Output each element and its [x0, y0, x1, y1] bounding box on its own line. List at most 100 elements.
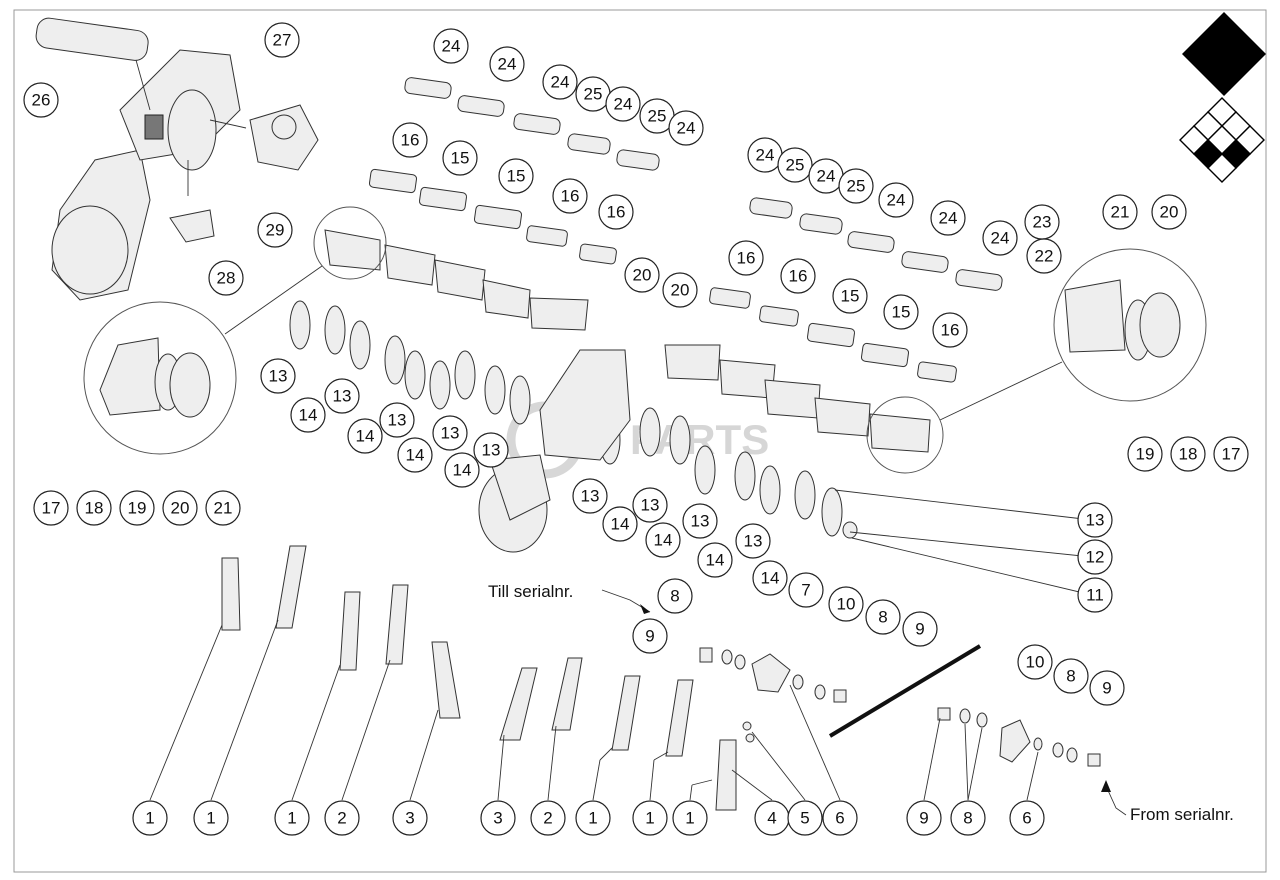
bearing-housings-right [664, 344, 931, 453]
brand-logo [1179, 12, 1266, 183]
detail-circle-left [83, 265, 323, 455]
callout-1: 1 [206, 809, 215, 828]
callout-24: 24 [498, 55, 517, 74]
callout-3: 3 [493, 809, 502, 828]
callout-24: 24 [887, 191, 906, 210]
bearing-sets-right [749, 197, 1003, 291]
callout-14: 14 [453, 461, 472, 480]
callout-20: 20 [633, 266, 652, 285]
callout-20: 20 [1160, 203, 1179, 222]
callout-1: 1 [588, 809, 597, 828]
callout-16: 16 [401, 131, 420, 150]
callout-15: 15 [892, 303, 911, 322]
serial-note-from: From serialnr. [1101, 780, 1234, 824]
callout-17: 17 [1222, 445, 1241, 464]
callout-21: 21 [214, 499, 233, 518]
callout-16: 16 [607, 203, 626, 222]
callout-9: 9 [915, 620, 924, 639]
callout-8: 8 [1066, 667, 1075, 686]
callout-22: 22 [1035, 247, 1054, 266]
bearing-sets-left [404, 77, 660, 171]
callout-9: 9 [919, 809, 928, 828]
callout-23: 23 [1033, 213, 1052, 232]
callout-24: 24 [991, 229, 1010, 248]
callout-24: 24 [677, 119, 696, 138]
callout-18: 18 [85, 499, 104, 518]
callout-13: 13 [441, 424, 460, 443]
callout-14: 14 [761, 569, 780, 588]
callout-24: 24 [442, 37, 461, 56]
callout-25: 25 [584, 85, 603, 104]
detail-circle-right [866, 248, 1207, 474]
callout-1: 1 [145, 809, 154, 828]
tines [221, 545, 737, 811]
callout-24: 24 [817, 167, 836, 186]
callout-9: 9 [1102, 679, 1111, 698]
callout-15: 15 [841, 287, 860, 306]
callout-6: 6 [1022, 809, 1031, 828]
callout-25: 25 [786, 156, 805, 175]
callout-6: 6 [835, 809, 844, 828]
callout-10: 10 [1026, 653, 1045, 672]
callout-28: 28 [217, 269, 236, 288]
callout-14: 14 [611, 515, 630, 534]
callout-13: 13 [744, 532, 763, 551]
callout-8: 8 [670, 587, 679, 606]
callout-14: 14 [706, 551, 725, 570]
callout-13: 13 [269, 367, 288, 386]
callout-8: 8 [878, 608, 887, 627]
callout-26: 26 [32, 91, 51, 110]
callout-10: 10 [837, 595, 856, 614]
spline-shafts-left [368, 168, 617, 265]
callout-16: 16 [941, 321, 960, 340]
diagram-frame [13, 9, 1267, 873]
callout-25: 25 [648, 107, 667, 126]
from-serial-text: From serialnr. [1130, 805, 1234, 824]
callout-29: 29 [266, 221, 285, 240]
callout-5: 5 [800, 809, 809, 828]
callout-13: 13 [482, 441, 501, 460]
bearing-housings-left [324, 229, 589, 331]
callout-19: 19 [1136, 445, 1155, 464]
callout-2: 2 [543, 809, 552, 828]
callout-13: 13 [333, 387, 352, 406]
bush-ring-sets [699, 644, 1101, 767]
callout-group: 26 27 29 28 24 24 24 25 24 25 24 16 15 1… [23, 22, 1249, 836]
callout-20: 20 [171, 499, 190, 518]
leader-lines [149, 489, 1093, 801]
callout-11: 11 [1086, 586, 1104, 605]
callout-15: 15 [507, 167, 526, 186]
gearbox-assembly-top [35, 17, 319, 301]
callout-18: 18 [1179, 445, 1198, 464]
callout-1: 1 [685, 809, 694, 828]
callout-13: 13 [388, 411, 407, 430]
callout-8: 8 [963, 809, 972, 828]
callout-13: 13 [1086, 511, 1105, 530]
callout-24: 24 [939, 209, 958, 228]
callout-24: 24 [551, 73, 570, 92]
callout-27: 27 [273, 31, 292, 50]
spline-shafts-right [709, 287, 957, 383]
callout-3: 3 [405, 809, 414, 828]
callout-12: 12 [1086, 548, 1105, 567]
callout-7: 7 [801, 581, 810, 600]
detail-circle-top [313, 206, 387, 280]
callout-19: 19 [128, 499, 147, 518]
callout-9: 9 [645, 627, 654, 646]
callout-2: 2 [337, 809, 346, 828]
callout-16: 16 [737, 249, 756, 268]
gearbox-assembly-center [478, 349, 631, 553]
callout-1: 1 [645, 809, 654, 828]
callout-15: 15 [451, 149, 470, 168]
callout-21: 21 [1111, 203, 1130, 222]
callout-25: 25 [847, 177, 866, 196]
callout-14: 14 [654, 531, 673, 550]
callout-14: 14 [356, 427, 375, 446]
serial-note-till: Till serialnr. [488, 582, 651, 614]
callout-4: 4 [767, 809, 776, 828]
callout-17: 17 [42, 499, 61, 518]
callout-14: 14 [299, 406, 318, 425]
callout-16: 16 [561, 187, 580, 206]
callout-13: 13 [581, 487, 600, 506]
